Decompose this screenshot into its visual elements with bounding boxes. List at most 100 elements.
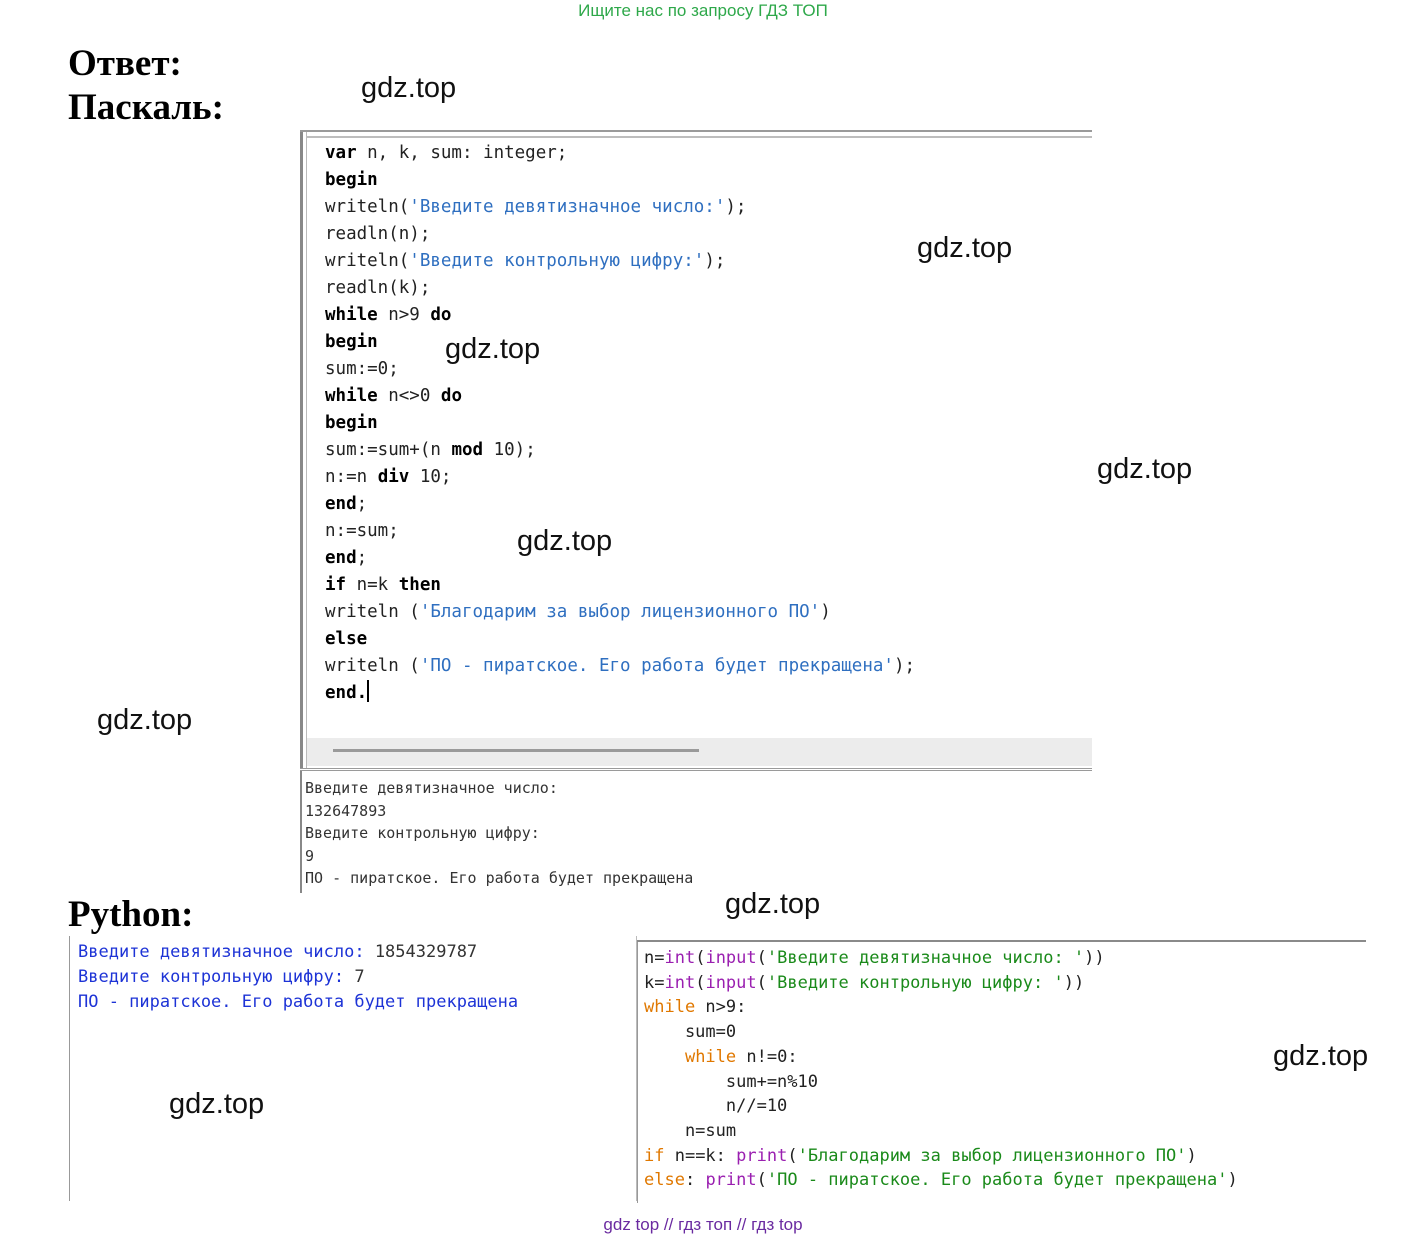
code-token: var — [325, 143, 357, 163]
code-token: writeln ( — [325, 656, 420, 676]
pascal-editor[interactable]: var n, k, sum: integer; begin writeln('Вве… — [300, 130, 1092, 772]
code-token: div — [377, 467, 410, 487]
code-token: Введите девятизначное число: — [78, 942, 375, 962]
code-line: writeln ('ПО - пиратское. Его работа буд… — [325, 653, 915, 680]
editor-left-border — [300, 132, 303, 772]
code-token: : — [684, 1170, 706, 1191]
code-token: begin — [325, 332, 378, 352]
code-token: else — [325, 629, 368, 649]
pascal-code[interactable]: var n, k, sum: integer; begin writeln('Вве… — [325, 140, 915, 707]
code-token: ( — [787, 1145, 798, 1166]
code-token: n, k, sum: integer; — [356, 143, 568, 163]
code-token: n=sum — [644, 1120, 737, 1141]
watermark: gdz.top — [517, 525, 613, 557]
output-line: Введите девятизначное число: — [305, 779, 558, 797]
code-line: readln(n); — [325, 221, 915, 248]
python-source-editor[interactable]: n=int(input('Введите девятизначное число… — [637, 940, 1366, 1203]
code-token: 'ПО - пиратское. Его работа будет прекра… — [419, 656, 894, 676]
code-line: while n<>0 do — [325, 383, 915, 410]
code-token: mod — [451, 440, 484, 460]
output-line: ПО - пиратское. Его работа будет прекращ… — [305, 869, 694, 888]
code-token: readln(n); — [325, 224, 431, 244]
horizontal-scrollbar[interactable] — [307, 738, 1092, 766]
code-line: if n==k: print('Благодарим за выбор лице… — [644, 1144, 1238, 1169]
code-token: sum:=sum+(n — [325, 440, 452, 460]
output-line: ПО - пиратское. Его работа будет прекращ… — [78, 990, 518, 1015]
editor-inner-border — [306, 132, 307, 772]
code-token: end. — [325, 683, 368, 703]
code-token: writeln ( — [325, 602, 420, 622]
code-token: sum:=0; — [325, 359, 399, 379]
code-token: begin — [325, 170, 378, 190]
code-token: ) — [820, 602, 831, 622]
code-token: ( — [756, 948, 767, 968]
editor-top-border — [306, 136, 1092, 138]
code-line: begin — [325, 167, 915, 194]
code-line: if n=k then — [325, 572, 915, 599]
code-token: sum=0 — [644, 1022, 737, 1043]
code-line: begin — [325, 329, 915, 356]
code-token: begin — [325, 413, 378, 433]
code-line: end; — [325, 545, 915, 572]
output-line: Введите контрольную цифру: — [305, 824, 540, 843]
code-token: end — [325, 548, 357, 568]
code-token: then — [398, 575, 441, 595]
code-token: )) — [1084, 948, 1105, 968]
code-line: sum=0 — [644, 1020, 1238, 1045]
code-token: writeln( — [325, 197, 410, 217]
code-token: ( — [756, 1170, 767, 1191]
watermark: gdz.top — [97, 704, 193, 736]
watermark: gdz.top — [917, 232, 1013, 264]
code-token: ); — [893, 656, 916, 676]
code-token: n:=n — [325, 467, 378, 487]
code-line: n//=10 — [644, 1094, 1238, 1119]
code-token: 10; — [409, 467, 452, 487]
shell-right-border — [636, 936, 637, 1201]
code-token: ( — [695, 972, 706, 993]
code-token: n==k: — [664, 1145, 737, 1166]
python-heading: Python: — [68, 894, 194, 935]
code-line: while n!=0: — [644, 1045, 1238, 1070]
code-token — [644, 1047, 685, 1067]
code-line: n=int(input('Введите девятизначное число… — [644, 946, 1238, 971]
output-left-border — [300, 771, 302, 893]
top-banner: Ищите нас по запросу ГДЗ ТОП — [578, 1, 828, 20]
code-token: ПО - пиратское. Его работа будет прекращ… — [78, 992, 519, 1012]
code-line: n:=n div 10; — [325, 464, 915, 491]
code-line: readln(k); — [325, 275, 915, 302]
code-token: n//=10 — [644, 1096, 788, 1117]
code-line: sum:=0; — [325, 356, 915, 383]
code-token: 'Введите контрольную цифру: ' — [766, 972, 1064, 993]
output-line: Введите девятизначное число: 1854329787 — [78, 940, 518, 965]
output-line: Введите контрольную цифру: 7 — [78, 965, 518, 990]
code-token: sum+=n%10 — [644, 1071, 818, 1092]
watermark: gdz.top — [169, 1088, 265, 1120]
source-left-border — [637, 942, 638, 1203]
code-line: writeln('Введите девятизначное число:'); — [325, 194, 915, 221]
code-token: ); — [725, 197, 747, 217]
code-token: n:=sum; — [325, 521, 399, 541]
code-token: ( — [695, 948, 706, 968]
code-token: 1854329787 — [374, 942, 478, 962]
shell-left-border — [69, 936, 70, 1201]
python-code[interactable]: n=int(input('Введите девятизначное число… — [644, 946, 1238, 1193]
code-token: ) — [1186, 1145, 1197, 1166]
code-line: while n>9 do — [325, 302, 915, 329]
watermark: gdz.top — [1097, 453, 1193, 485]
code-line: while n>9: — [644, 995, 1238, 1020]
code-token: n=k — [346, 575, 399, 595]
code-token: do — [440, 386, 462, 406]
code-token: do — [430, 305, 452, 325]
code-line: k=int(input('Введите контрольную цифру: … — [644, 971, 1238, 996]
code-line: n=sum — [644, 1119, 1238, 1144]
footer-links[interactable]: gdz top // гдз топ // гдз top — [603, 1215, 803, 1234]
code-token: while — [325, 305, 378, 325]
code-line: var n, k, sum: integer; — [325, 140, 915, 167]
text-caret — [367, 680, 370, 702]
code-token: end — [325, 494, 357, 514]
code-token: print — [705, 1170, 757, 1191]
code-token: input — [705, 948, 757, 968]
scrollbar-thumb[interactable] — [333, 749, 699, 752]
